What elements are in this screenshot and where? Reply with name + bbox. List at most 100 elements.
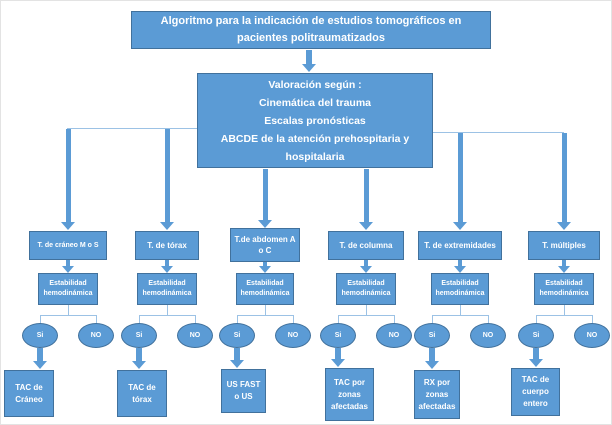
branch-box-extremidades: T. de extremidades [418, 231, 502, 260]
si-ellipse-craneo: Si [22, 323, 58, 348]
connector-crossbar [338, 315, 394, 316]
arrow-head-icon [360, 266, 372, 273]
arrow-shaft [364, 260, 368, 266]
arrow-shaft [457, 133, 463, 222]
arrow-shaft [164, 129, 170, 222]
connector-drop-no [195, 315, 196, 324]
arrow-to-branch-craneo [61, 129, 75, 230]
arrow-head-icon [558, 266, 570, 273]
connector-drop-si [139, 315, 140, 324]
arrow-head-icon [302, 64, 316, 72]
outcome-box-tac-craneo: TAC de Cráneo [4, 370, 54, 417]
connector-stem [366, 305, 367, 315]
arrow-head-icon [230, 360, 244, 368]
arrow-shaft [37, 348, 43, 361]
arrow-shaft [562, 260, 566, 266]
no-ellipse-extremidades: NO [470, 323, 506, 348]
arrow-shaft [306, 50, 312, 64]
connector-line-left [67, 128, 197, 129]
no-ellipse-abdomen: NO [275, 323, 311, 348]
si-ellipse-abdomen: Si [219, 323, 255, 348]
arrow-to-stability [62, 260, 74, 273]
connector-stem [460, 305, 461, 315]
arrow-si-to-outcome [331, 348, 345, 367]
outcome-box-tac-torax: TAC de tórax [117, 370, 167, 417]
valoracion-line: Cinemática del trauma [258, 96, 372, 109]
branch-box-craneo: T. de cráneo M o S [29, 231, 107, 260]
branch-box-columna: T. de columna [328, 231, 404, 260]
no-ellipse-multiples: NO [574, 323, 610, 348]
arrow-shaft [66, 260, 70, 266]
arrow-head-icon [161, 266, 173, 273]
arrow-head-icon [62, 266, 74, 273]
si-ellipse-torax: Si [121, 323, 157, 348]
arrow-shaft [65, 129, 71, 222]
arrow-to-branch-abdomen [258, 169, 272, 228]
arrow-shaft [262, 169, 268, 220]
arrow-head-icon [359, 222, 373, 230]
connector-crossbar [40, 315, 96, 316]
connector-crossbar [139, 315, 195, 316]
stability-box-torax: Estabilidad hemodinámica [137, 273, 197, 305]
arrow-si-to-outcome [33, 348, 47, 369]
arrow-to-branch-multiples [557, 133, 571, 230]
arrow-to-stability [161, 260, 173, 273]
arrow-shaft [561, 133, 567, 222]
outcome-box-tac-cuerpo-entero: TAC de cuerpo entero [511, 368, 560, 416]
si-ellipse-extremidades: Si [414, 323, 450, 348]
arrow-head-icon [259, 266, 271, 273]
valoracion-line: Valoración según : [268, 78, 362, 91]
connector-stem [265, 305, 266, 315]
connector-drop-no [394, 315, 395, 324]
arrow-head-icon [453, 222, 467, 230]
arrow-head-icon [454, 266, 466, 273]
outcome-box-us-fast: US FAST o US [221, 369, 266, 413]
stability-box-extremidades: Estabilidad hemodinámica [431, 273, 489, 305]
outcome-box-rx-zonas: RX por zonas afectadas [414, 370, 460, 419]
arrow-head-icon [425, 361, 439, 369]
connector-drop-si [40, 315, 41, 324]
connector-drop-si [237, 315, 238, 324]
arrow-si-to-outcome [529, 348, 543, 367]
si-ellipse-columna: Si [320, 323, 356, 348]
outcome-box-tac-zonas: TAC por zonas afectadas [325, 368, 374, 421]
arrow-shaft [234, 348, 240, 360]
stability-box-multiples: Estabilidad hemodinámica [534, 273, 594, 305]
arrow-title-to-valoracion [302, 50, 316, 72]
stability-box-abdomen: Estabilidad hemodinámica [236, 273, 294, 305]
arrow-shaft [363, 169, 369, 222]
arrow-to-stability [454, 260, 466, 273]
connector-drop-no [293, 315, 294, 324]
arrow-head-icon [529, 359, 543, 367]
valoracion-line: ABCDE de la atención prehospitaria y hos… [220, 132, 410, 163]
connector-drop-no [96, 315, 97, 324]
branch-box-torax: T. de tórax [135, 231, 199, 260]
arrow-to-branch-torax [160, 129, 174, 230]
connector-crossbar [432, 315, 488, 316]
connector-stem [167, 305, 168, 315]
arrow-si-to-outcome [132, 348, 146, 369]
arrow-si-to-outcome [425, 348, 439, 369]
arrow-shaft [263, 262, 267, 266]
no-ellipse-torax: NO [177, 323, 213, 348]
stability-box-columna: Estabilidad hemodinámica [336, 273, 396, 305]
arrow-head-icon [61, 222, 75, 230]
stability-box-craneo: Estabilidad hemodinámica [38, 273, 98, 305]
arrow-to-stability [558, 260, 570, 273]
valoracion-box: Valoración según : Cinemática del trauma… [197, 73, 433, 168]
connector-line-right [433, 132, 564, 133]
arrow-head-icon [33, 361, 47, 369]
valoracion-line: Escalas pronósticas [264, 114, 366, 127]
arrow-head-icon [160, 222, 174, 230]
arrow-to-branch-extremidades [453, 133, 467, 230]
arrow-shaft [335, 348, 341, 359]
arrow-head-icon [258, 220, 272, 228]
arrow-shaft [429, 348, 435, 361]
connector-crossbar [536, 315, 592, 316]
connector-drop-si [432, 315, 433, 324]
connector-drop-no [488, 315, 489, 324]
si-ellipse-multiples: Si [518, 323, 554, 348]
connector-drop-si [338, 315, 339, 324]
arrow-to-stability [259, 262, 271, 273]
